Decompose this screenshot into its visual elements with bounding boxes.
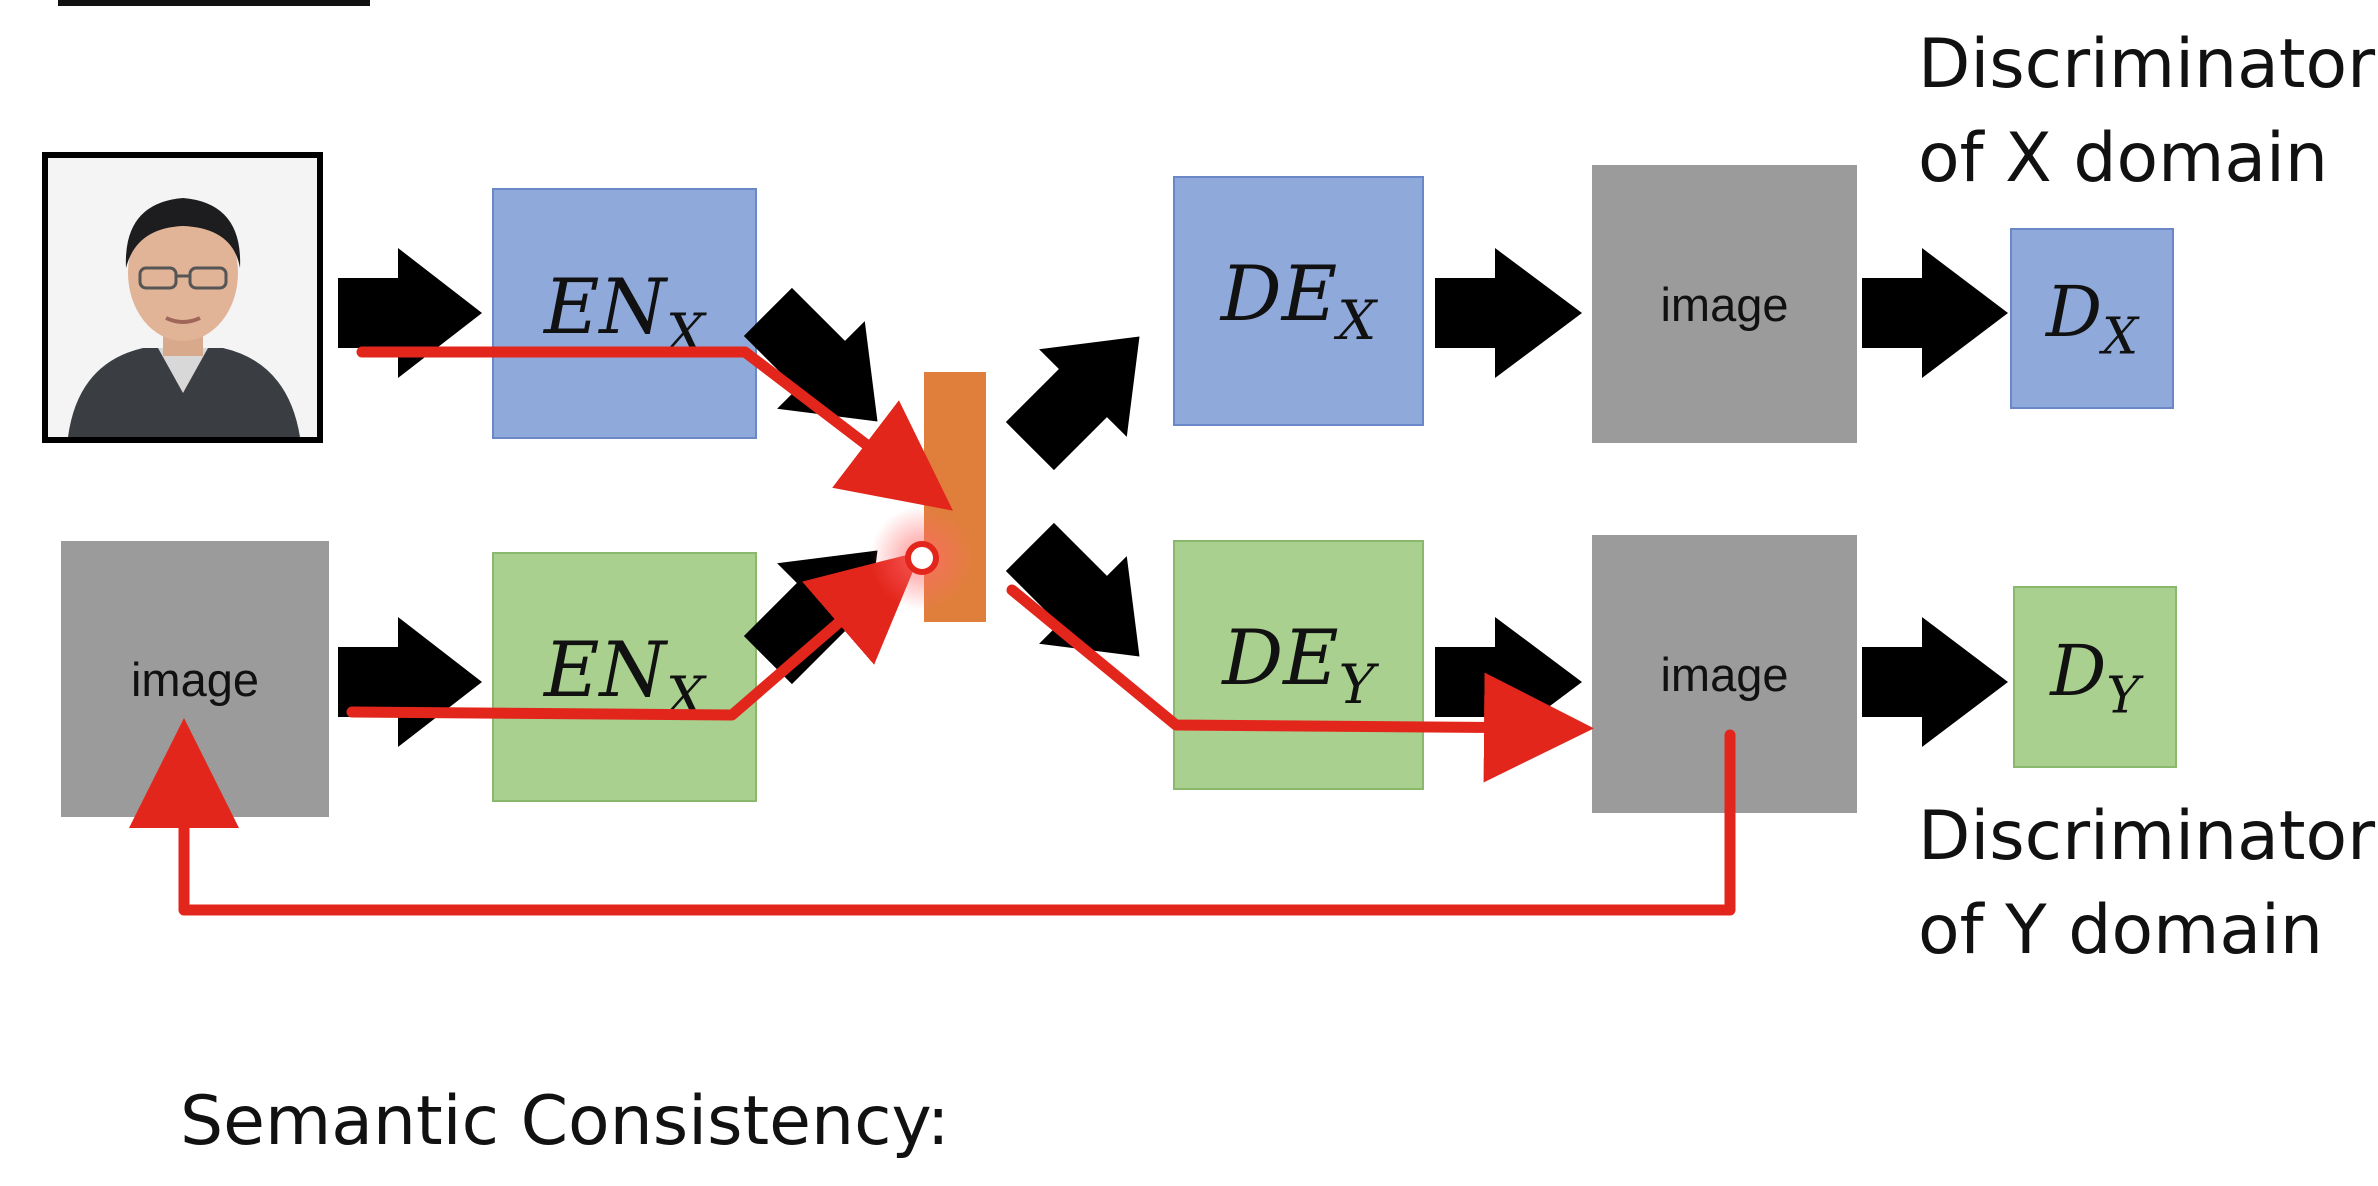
cropped-heading-underline: [58, 0, 370, 6]
block-arrow-icon: [1005, 336, 1140, 471]
decoder-x: DEX: [1173, 176, 1424, 426]
discriminator-x-label: DX: [2046, 271, 2138, 366]
semantic-consistency-heading: Semantic Consistency:: [180, 1082, 950, 1161]
discriminator-x: DX: [2010, 228, 2174, 409]
caption-line: Discriminator: [1918, 797, 2376, 876]
discriminator-y: DY: [2013, 586, 2177, 768]
encoder-x-top: ENX: [492, 188, 757, 439]
image-box-top-right: image: [1592, 165, 1857, 443]
block-arrow-icon: [338, 617, 482, 747]
person-photo-icon: [48, 158, 317, 437]
block-arrow-icons: [338, 248, 2008, 747]
caption-line: of X domain: [1918, 119, 2329, 198]
image-label: image: [130, 652, 259, 706]
block-arrow-icon: [338, 248, 482, 378]
red-path-arrow-icon: [356, 346, 953, 511]
caption-line: of Y domain: [1918, 891, 2323, 970]
decoder-x-label: DEX: [1220, 249, 1377, 353]
discriminator-y-label: DY: [2050, 629, 2140, 725]
block-arrow-icon: [1005, 522, 1140, 657]
block-arrow-icon: [1862, 248, 2008, 378]
caption-line: Discriminator: [1918, 25, 2376, 104]
image-box-left: image: [61, 541, 329, 817]
decoder-y: DEY: [1173, 540, 1424, 790]
image-label: image: [1660, 277, 1789, 331]
image-label: image: [1660, 647, 1789, 701]
pointer-dot-icon: [905, 541, 939, 575]
block-arrow-icon: [1862, 617, 2008, 747]
red-path-arrow-icons: [129, 346, 1736, 916]
discriminator-y-caption: Discriminator of Y domain: [1918, 790, 2375, 978]
red-path-arrow-icon: [1006, 584, 1594, 783]
decoder-y-label: DEY: [1222, 613, 1375, 717]
block-arrow-icon: [743, 287, 878, 422]
red-path-arrow-icon: [346, 551, 922, 721]
discriminator-x-caption: Discriminator of X domain: [1918, 18, 2375, 206]
red-path-arrow-icon: [129, 718, 1736, 916]
input-photo: [42, 152, 323, 443]
block-arrow-icon: [1435, 248, 1582, 378]
